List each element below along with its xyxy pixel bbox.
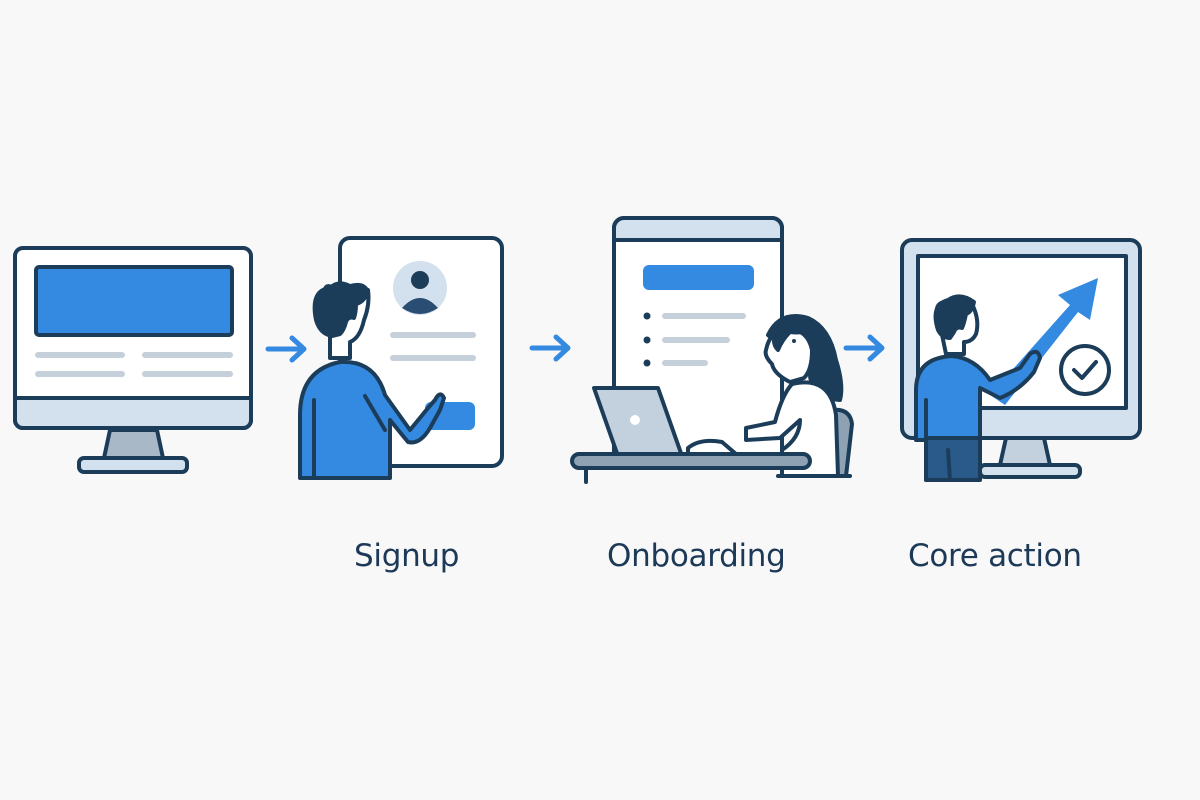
step-label-signup: Signup	[354, 538, 460, 574]
monitor-with-growth-arrow-and-checkmark-icon	[900, 238, 1142, 482]
arrow-right-icon	[529, 334, 571, 362]
arrow-right-icon	[265, 335, 307, 363]
desktop-monitor-icon	[13, 246, 253, 474]
step-label-onboarding: Onboarding	[607, 538, 786, 574]
step-label-core-action: Core action	[908, 538, 1082, 574]
signup-form-with-person-icon	[298, 236, 504, 480]
arrow-right-icon	[843, 334, 885, 362]
checklist-with-woman-at-laptop-icon	[570, 216, 854, 484]
